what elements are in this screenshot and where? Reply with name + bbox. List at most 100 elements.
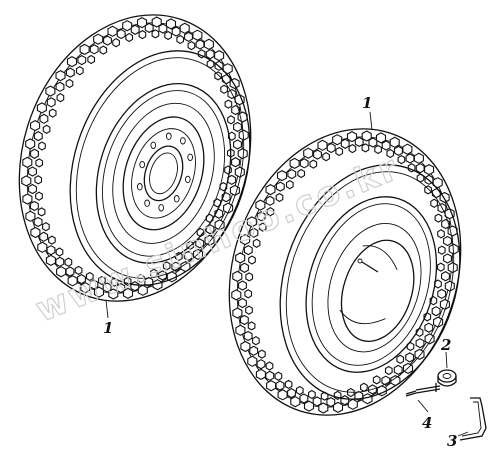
tread-block: [203, 38, 214, 50]
tread-block: [219, 182, 228, 192]
tread-block: [37, 207, 46, 217]
tread-block: [396, 354, 405, 364]
tread-block: [33, 216, 43, 228]
tread-block: [22, 193, 33, 205]
tread-block: [65, 67, 75, 78]
tread-block: [93, 286, 105, 298]
left-tire-outer: [18, 14, 252, 302]
tread-block: [74, 265, 83, 276]
tread-block: [275, 192, 284, 203]
right-rim-well: [340, 239, 415, 343]
tread-block: [443, 235, 452, 247]
bolt-hole: [184, 175, 191, 184]
tread-block: [256, 359, 266, 370]
tread-block: [39, 231, 49, 242]
tread-block: [384, 365, 393, 376]
callout-label: 2: [440, 336, 451, 354]
bolt-hole: [144, 199, 150, 207]
callout-label: 1: [103, 319, 113, 337]
tread-block: [424, 322, 434, 333]
right-tire-tread: [231, 130, 459, 414]
tread-block: [204, 234, 215, 247]
callout-bolt: 4: [417, 399, 432, 432]
tread-block: [444, 280, 455, 292]
tread-block: [441, 271, 450, 282]
tread-block: [122, 287, 134, 300]
tread-block: [299, 393, 309, 404]
tread-block: [405, 352, 415, 363]
tread-block: [243, 244, 253, 256]
tread-block: [34, 175, 43, 185]
tread-block: [317, 139, 328, 151]
bolt-hole: [139, 160, 146, 169]
tread-block: [224, 99, 233, 109]
tread-block: [99, 45, 108, 55]
tread-block: [362, 393, 373, 405]
tread-block: [436, 262, 445, 272]
tread-block: [65, 266, 75, 277]
tread-block: [237, 147, 248, 160]
tread-block: [303, 147, 314, 159]
wheel-nut: [437, 369, 457, 387]
tread-block: [447, 261, 458, 274]
left-center-bore: [143, 145, 184, 202]
tread-block: [265, 370, 275, 381]
tread-block: [22, 156, 33, 169]
tread-block: [247, 355, 258, 367]
tread-block: [394, 145, 403, 157]
tread-block: [265, 183, 276, 196]
tread-block: [287, 387, 296, 399]
tread-block: [252, 336, 260, 346]
tread-block: [102, 282, 112, 293]
tread-block: [246, 216, 257, 228]
tread-block: [430, 198, 438, 208]
tread-block: [150, 268, 158, 278]
bolt-hole: [165, 132, 172, 140]
tread-block: [289, 157, 300, 170]
tread-block: [239, 314, 249, 326]
tread-block: [214, 49, 225, 62]
tread-block: [308, 389, 316, 400]
right-tire-sidewall: [279, 164, 461, 400]
tread-block: [130, 24, 140, 35]
tread-block: [256, 211, 266, 222]
tread-block: [233, 121, 242, 133]
right-wheel-assembly: [228, 128, 462, 416]
tread-block: [89, 279, 99, 290]
tread-block: [42, 124, 51, 134]
tread-block: [244, 289, 253, 299]
tread-block: [107, 25, 118, 37]
tread-block: [223, 202, 234, 214]
tread-block: [433, 316, 444, 328]
tread-block: [55, 69, 66, 82]
tread-block: [326, 396, 336, 408]
tread-block: [240, 340, 251, 353]
callout-tire-left: 1: [103, 299, 113, 337]
tread-block: [347, 398, 358, 410]
tread-block: [414, 348, 425, 361]
tread-block: [87, 54, 96, 65]
tread-block: [116, 282, 126, 294]
tread-block: [413, 152, 424, 164]
tread-block: [21, 175, 32, 187]
tread-block: [77, 54, 87, 66]
tread-block: [290, 396, 301, 408]
tread-block: [138, 29, 147, 40]
callout-label: 3: [447, 432, 457, 450]
tread-block: [46, 245, 56, 256]
tread-block: [29, 200, 39, 212]
tread-block: [402, 143, 413, 155]
tread-block: [231, 289, 242, 301]
tread-block: [266, 207, 275, 217]
left-tire-tread: [21, 16, 249, 300]
tread-block: [48, 235, 56, 245]
tread-block: [56, 93, 65, 103]
tread-block: [233, 139, 242, 150]
tread-block: [30, 119, 41, 132]
tread-block: [25, 138, 36, 150]
tread-block: [125, 32, 134, 43]
tread-block: [77, 273, 86, 285]
tread-block: [393, 364, 403, 376]
tread-block: [335, 146, 344, 157]
tread-block: [184, 31, 193, 43]
